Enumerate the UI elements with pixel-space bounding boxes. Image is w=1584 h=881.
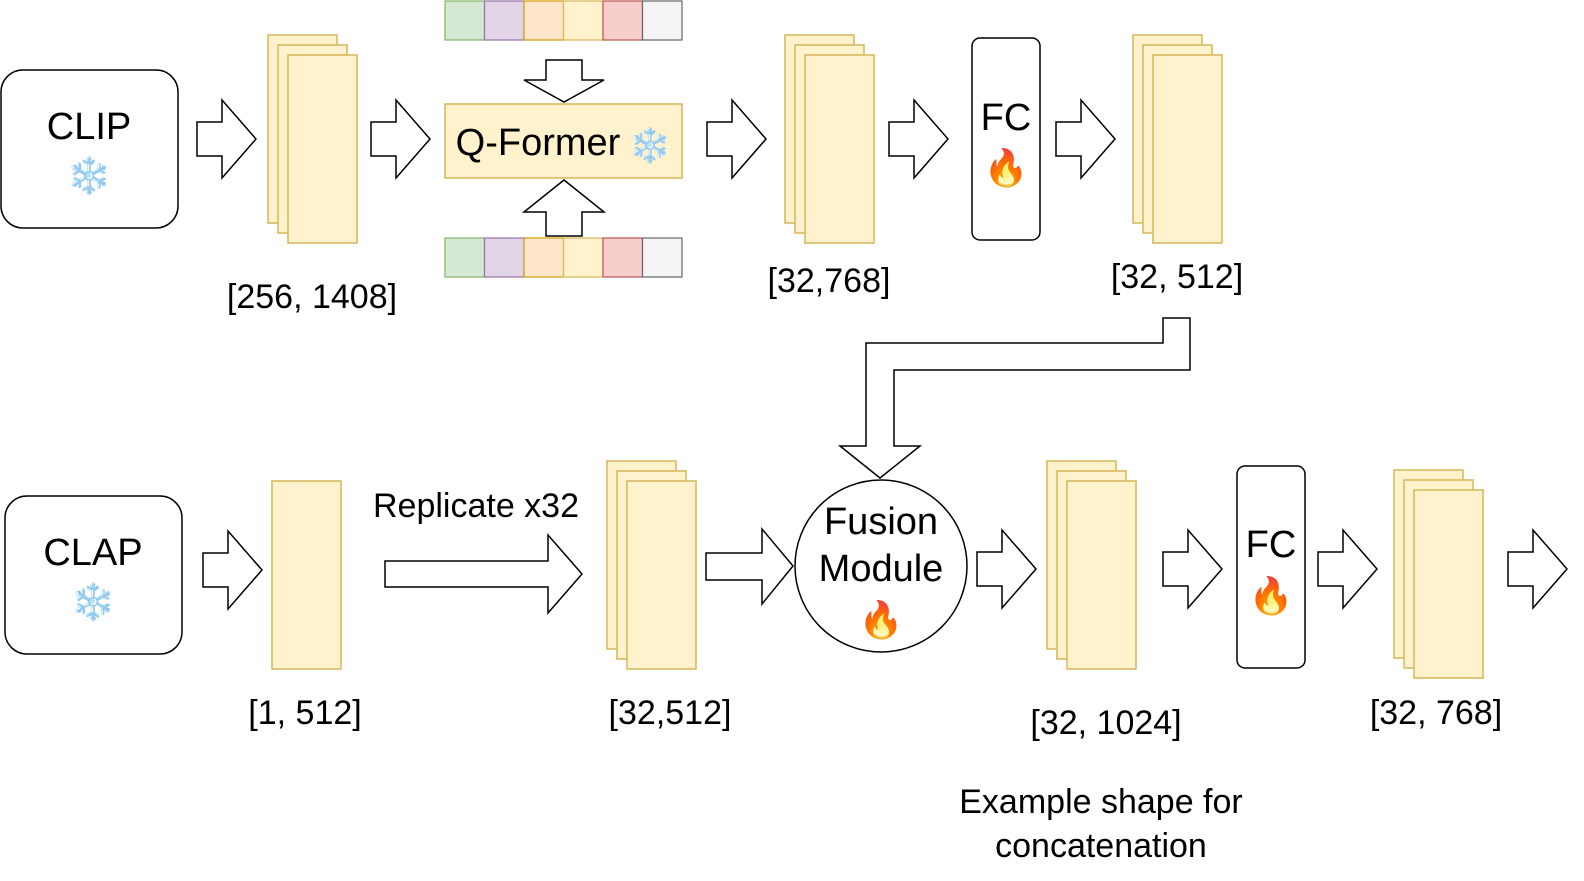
qformer-block: Q-Former ❄️	[444, 103, 683, 179]
snowflake-icon: ❄️	[67, 155, 112, 196]
example-caption-line1: Example shape for	[959, 783, 1243, 821]
arrow-right-icon	[888, 97, 949, 181]
qformer-feature-stack	[784, 34, 875, 244]
query-tokens-top	[444, 0, 683, 41]
arrow-right-icon	[1055, 97, 1116, 181]
shape-label-fusion-output: [32, 1024]	[1030, 704, 1181, 742]
arrow-right-icon	[1162, 527, 1223, 611]
arrow-right-icon	[370, 97, 431, 181]
arrow-right-icon	[1317, 527, 1378, 611]
arrow-right-icon	[705, 526, 794, 607]
fc-top-feature-stack	[1132, 34, 1223, 244]
fire-icon: 🔥	[1249, 575, 1294, 616]
fusion-label-line1: Fusion	[824, 501, 938, 543]
fusion-label-line2: Module	[819, 548, 944, 590]
fire-icon: 🔥	[984, 147, 1029, 188]
arrow-down-icon	[523, 59, 605, 103]
replicate-label: Replicate x32	[373, 487, 579, 525]
arrow-right-icon	[202, 528, 263, 612]
clap-label: CLAP	[43, 532, 142, 574]
clap-encoder: CLAP ❄️	[4, 495, 183, 655]
shape-label-replicated: [32,512]	[609, 694, 732, 732]
shape-label-fc-top-output: [32, 512]	[1111, 258, 1243, 296]
shape-label-clip-output: [256, 1408]	[227, 278, 397, 316]
snowflake-icon: ❄️	[71, 581, 116, 622]
shape-label-qformer-output: [32,768]	[768, 262, 891, 300]
arrow-up-icon	[521, 179, 607, 237]
fusion-feature-stack	[1046, 460, 1137, 670]
elbow-arrow-icon	[837, 317, 1191, 479]
shape-label-fc-bottom-output: [32, 768]	[1370, 694, 1502, 732]
snowflake-icon: ❄️	[629, 126, 671, 165]
fc-top-label: FC	[981, 97, 1032, 139]
clip-feature-stack	[267, 34, 358, 244]
fc-layer-top: FC 🔥	[971, 37, 1041, 241]
long-arrow-right-icon	[384, 532, 583, 616]
arrow-right-icon	[976, 527, 1037, 611]
clap-feature	[271, 480, 342, 670]
arrow-right-icon	[196, 97, 257, 181]
arrow-right-icon	[1507, 527, 1568, 611]
clip-label: CLIP	[47, 106, 131, 148]
replicated-feature-stack	[606, 460, 697, 670]
query-tokens-bottom	[444, 237, 683, 278]
clip-encoder: CLIP ❄️	[0, 69, 179, 229]
fc-bottom-feature-stack	[1393, 469, 1484, 679]
fc-layer-bottom: FC 🔥	[1236, 465, 1306, 669]
shape-label-clap-output: [1, 512]	[248, 694, 361, 732]
arrow-right-icon	[706, 97, 767, 181]
example-caption-line2: concatenation	[995, 827, 1207, 865]
qformer-label: Q-Former	[456, 122, 621, 164]
fusion-module: Fusion Module 🔥	[794, 479, 968, 653]
fc-bottom-label: FC	[1246, 524, 1297, 566]
fire-icon: 🔥	[859, 599, 904, 640]
